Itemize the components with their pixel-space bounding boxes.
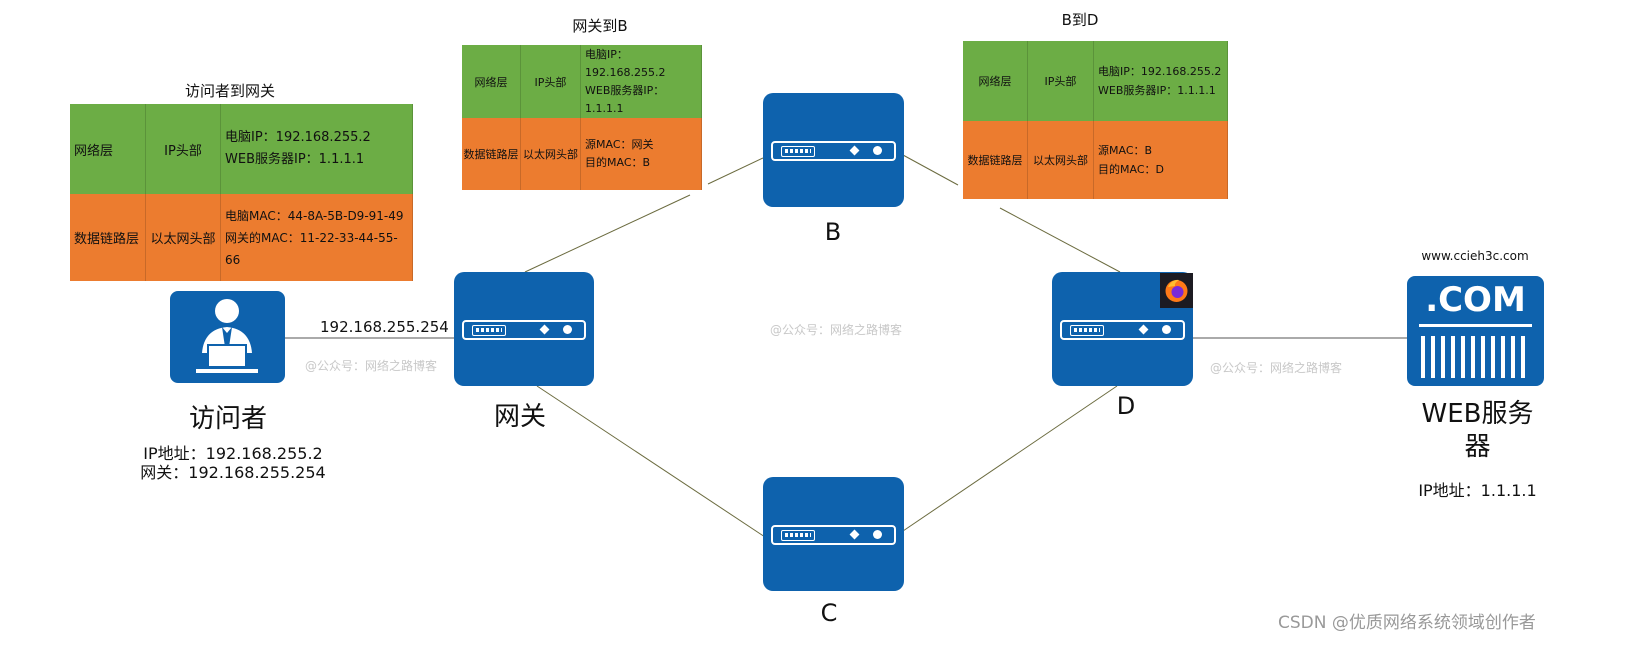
network-layer-label: 网络层 [70, 104, 146, 194]
ethernet-header-content: 电脑MAC：44-8A-5B-D9-91-49 网关的MAC：11-22-33-… [221, 194, 413, 281]
ip-header-label: IP头部 [146, 104, 221, 194]
gateway-ip-label: 192.168.255.254 [320, 318, 449, 336]
link-d-c [902, 385, 1118, 532]
packet-table-b-to-d: 网络层 IP头部 电脑IP：192.168.255.2 WEB服务器IP：1.1… [963, 41, 1228, 199]
src-ip: 电脑IP：192.168.255.2 [1098, 65, 1222, 78]
datalink-layer-label: 数据链路层 [70, 194, 146, 281]
src-ip: 电脑IP：192.168.255.2 [225, 130, 371, 145]
web-server-name-line1: WEB服务 [1421, 399, 1534, 429]
table-title-b-to-d: B到D [1061, 11, 1099, 29]
dst-ip: WEB服务器IP：1.1.1.1 [1098, 84, 1216, 97]
network-layer-label: 网络层 [963, 41, 1028, 121]
datalink-layer-label: 数据链路层 [462, 118, 521, 190]
visitor-ip: IP地址：192.168.255.2 [143, 444, 323, 463]
user-laptop-icon [170, 291, 285, 383]
watermark: @公众号：网络之路博客 [1210, 361, 1343, 375]
ip-header-label: IP头部 [521, 45, 581, 118]
web-logo-text: .COM [1425, 280, 1526, 320]
dst-mac: 网关的MAC：11-22-33-44-55-66 [225, 230, 398, 267]
ip-header-label: IP头部 [1028, 41, 1094, 121]
network-layer-label: 网络层 [462, 45, 521, 118]
gateway-name: 网关 [493, 402, 546, 432]
web-domain: www.ccieh3c.com [1421, 249, 1529, 263]
router-b-name: B [824, 218, 842, 246]
dst-ip: WEB服务器IP：1.1.1.1 [225, 152, 365, 167]
visitor-gateway: 网关：192.168.255.254 [140, 463, 326, 482]
ip-header-content: 电脑IP：192.168.255.2 WEB服务器IP：1.1.1.1 [581, 45, 702, 118]
link-gateway-c [536, 385, 766, 538]
router-d-name: D [1116, 392, 1136, 420]
ip-header-content: 电脑IP：192.168.255.2 WEB服务器IP：1.1.1.1 [221, 104, 413, 194]
datalink-layer-label: 数据链路层 [963, 121, 1028, 199]
link-gateway-b-upper [707, 157, 764, 185]
link-gateway-b [524, 194, 691, 273]
ethernet-header-content: 源MAC：网关 目的MAC：B [581, 118, 702, 190]
src-mac: 源MAC：B [1098, 144, 1153, 157]
router-icon [763, 93, 904, 207]
table-title-visitor-to-gateway: 访问者到网关 [184, 82, 275, 100]
src-mac: 电脑MAC：44-8A-5B-D9-91-49 [225, 208, 404, 223]
watermark: @公众号：网络之路博客 [770, 323, 903, 337]
dst-ip: WEB服务器IP：1.1.1.1 [585, 83, 665, 115]
dst-mac: 目的MAC：B [585, 156, 651, 169]
dst-mac: 目的MAC：D [1098, 163, 1164, 176]
ethernet-header-label: 以太网头部 [521, 118, 581, 190]
ip-header-content: 电脑IP：192.168.255.2 WEB服务器IP：1.1.1.1 [1094, 41, 1228, 121]
ethernet-header-label: 以太网头部 [146, 194, 221, 281]
firefox-icon [1160, 273, 1193, 308]
packet-table-gateway-to-b: 网络层 IP头部 电脑IP：192.168.255.2 WEB服务器IP：1.1… [462, 45, 702, 190]
ethernet-header-label: 以太网头部 [1028, 121, 1094, 199]
web-server-ip: IP地址：1.1.1.1 [1418, 481, 1537, 500]
router-c-name: C [820, 599, 838, 627]
src-ip: 电脑IP：192.168.255.2 [585, 47, 666, 79]
visitor-name: 访问者 [188, 404, 267, 434]
web-server-name: WEB服务 器 [1400, 398, 1555, 464]
footer-credit: CSDN @优质网络系统领域创作者 [1278, 613, 1536, 633]
link-b-d [902, 154, 959, 186]
src-mac: 源MAC：网关 [585, 138, 654, 151]
table-title-gateway-to-b: 网关到B [572, 17, 628, 35]
link-b-d-lower [999, 207, 1121, 273]
web-server-name-line2: 器 [1464, 432, 1491, 462]
router-icon [763, 477, 904, 591]
watermark: @公众号：网络之路博客 [305, 359, 438, 373]
router-icon [454, 272, 594, 386]
ethernet-header-content: 源MAC：B 目的MAC：D [1094, 121, 1228, 199]
web-server-icon: .COM [1407, 276, 1544, 386]
packet-table-visitor-to-gateway: 网络层 IP头部 电脑IP：192.168.255.2 WEB服务器IP：1.1… [70, 104, 413, 281]
